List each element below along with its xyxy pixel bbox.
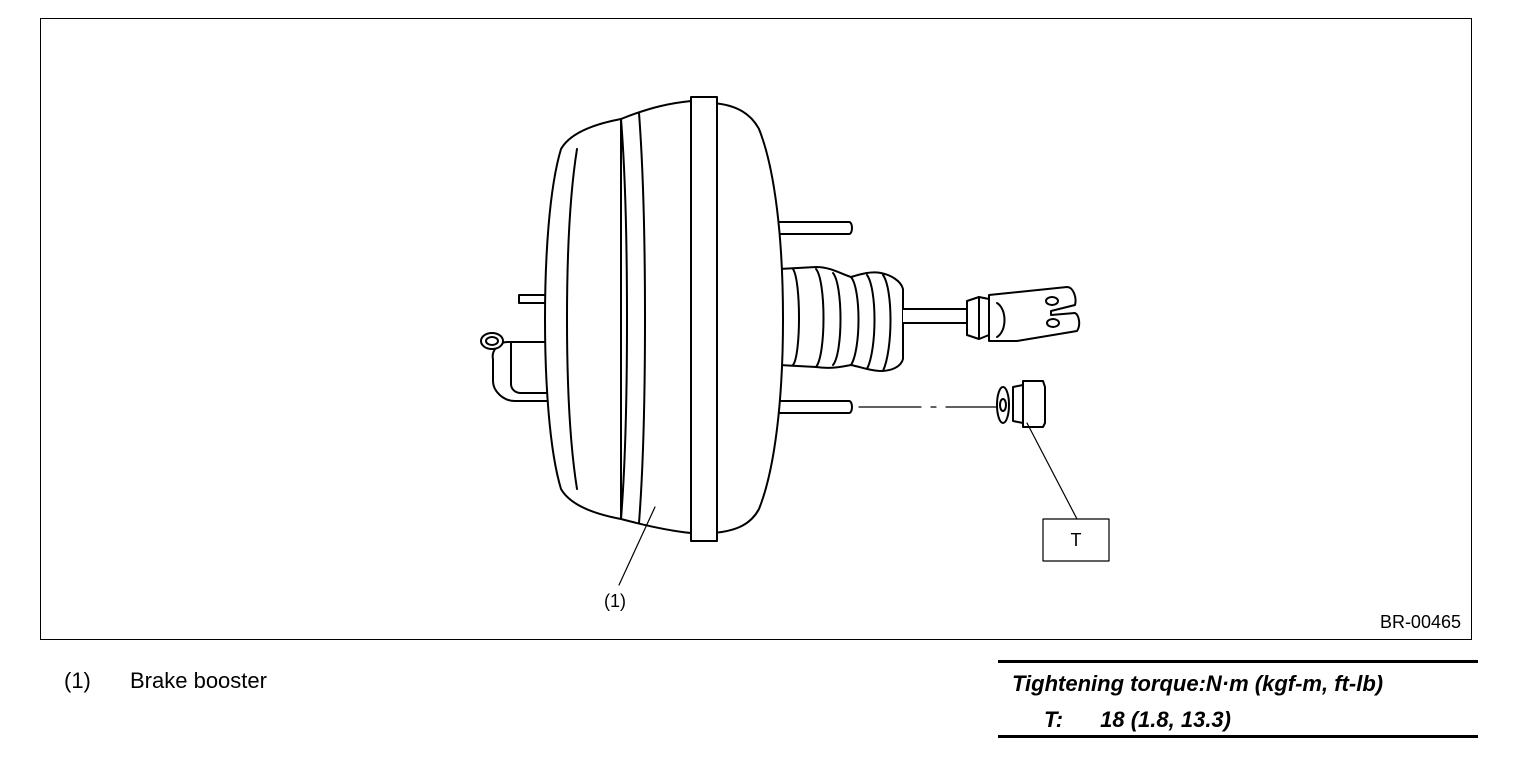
leader-line-part-1 xyxy=(618,506,656,586)
booster-rear-shell xyxy=(712,102,784,534)
booster-center-band xyxy=(620,100,692,534)
figure-frame: T (1) BR-00465 xyxy=(40,18,1472,640)
booster-flange-ring xyxy=(690,96,718,542)
torque-key: T: xyxy=(1044,707,1064,732)
legend-item: (1) Brake booster xyxy=(64,668,267,694)
legend-number: (1) xyxy=(64,668,91,693)
part-callout-label: (1) xyxy=(604,591,626,611)
torque-table-header: Tightening torque:N·m (kgf-m, ft-lb) xyxy=(1012,671,1384,696)
brake-booster-illustration: T (1) xyxy=(480,96,1110,611)
mounting-nut xyxy=(996,380,1046,428)
check-valve xyxy=(480,332,548,402)
torque-value: 18 (1.8, 13.3) xyxy=(1100,707,1231,732)
torque-table: Tightening torque:N·m (kgf-m, ft-lb) T: … xyxy=(998,660,1478,738)
booster-front-shell xyxy=(544,118,622,520)
operating-rod xyxy=(902,308,974,324)
torque-callout-label: T xyxy=(1071,530,1082,550)
torque-callout-box xyxy=(1042,518,1110,562)
torque-table-row: T: 18 (1.8, 13.3) xyxy=(1044,707,1231,733)
front-mounting-studs xyxy=(518,294,547,304)
figure-id: BR-00465 xyxy=(1379,612,1461,632)
clevis xyxy=(966,286,1081,342)
leader-line-torque xyxy=(1026,422,1078,520)
legend-label: Brake booster xyxy=(130,668,267,693)
pushrod-boot xyxy=(778,266,904,372)
